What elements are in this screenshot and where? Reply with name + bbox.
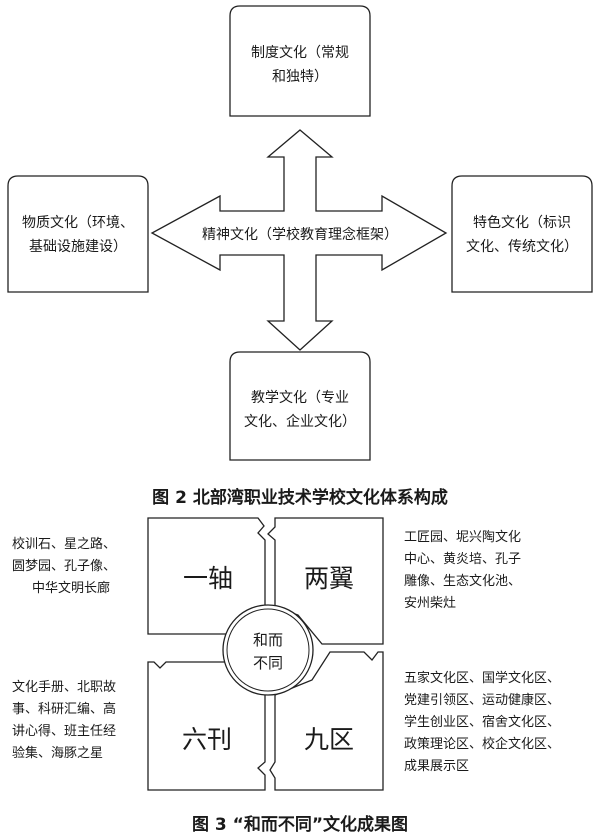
note-bottom-left-3: 讲心得、班主任经: [12, 723, 116, 739]
cross-arrow: [150, 129, 448, 351]
title-bottom-right: 九区: [304, 725, 354, 754]
title-top-left: 一轴: [183, 564, 233, 593]
top-box-line-2: 和独特）: [272, 69, 328, 85]
quadrant-bottom-right: [269, 651, 384, 791]
note-bottom-left-4: 验集、海豚之星: [12, 745, 103, 761]
left-box-line-1: 物质文化（环境、: [22, 215, 134, 231]
right-box-line-2: 文化、传统文化）: [466, 239, 578, 255]
center-text-line-2: 不同: [253, 654, 283, 672]
center-label: 精神文化（学校教育理念框架）: [202, 226, 398, 243]
bottom-box: [229, 351, 371, 461]
center-text-line-1: 和而: [253, 631, 283, 649]
right-box-line-1: 特色文化（标识: [473, 214, 571, 231]
note-bottom-right-3: 学生创业区、宿舍文化区、: [404, 714, 560, 730]
top-box: [229, 5, 371, 117]
right-box: [451, 175, 593, 293]
figure3-caption: 图 3 “和而不同”文化成果图: [192, 814, 408, 835]
note-bottom-right-2: 党建引领区、运动健康区、: [404, 692, 560, 708]
note-top-right-2: 中心、黄炎培、孔子: [404, 551, 521, 567]
quadrant-top-left: [147, 517, 266, 635]
note-bottom-right-1: 五家文化区、国学文化区、: [404, 670, 560, 686]
center-circle-inner: [226, 608, 310, 692]
title-top-right: 两翼: [304, 564, 354, 593]
figure2-caption: 图 2 北部湾职业技术学校文化体系构成: [152, 487, 448, 508]
note-top-left-3: 中华文明长廊: [32, 580, 110, 596]
center-circle: [222, 604, 314, 696]
note-bottom-left-2: 事、科研汇编、高: [12, 701, 116, 717]
note-top-left-1: 校训石、星之路、: [12, 536, 116, 552]
note-bottom-right-5: 成果展示区: [404, 759, 469, 774]
note-top-right-3: 雕像、生态文化池、: [404, 574, 521, 589]
note-bottom-left-1: 文化手册、北职故: [12, 680, 116, 695]
note-bottom-right-4: 政策理论区、校企文化区、: [404, 736, 560, 752]
note-top-right-4: 安州柴灶: [404, 596, 456, 611]
left-box-line-2: 基础设施建设）: [29, 238, 127, 255]
note-top-right-1: 工匠园、坭兴陶文化: [404, 529, 521, 545]
title-bottom-left: 六刊: [182, 725, 232, 754]
bottom-box-line-2: 文化、企业文化）: [244, 413, 356, 430]
note-top-left-2: 圆梦园、孔子像、: [12, 559, 116, 574]
left-box: [7, 175, 149, 293]
top-box-line-1: 制度文化（常规: [251, 45, 349, 61]
bottom-box-line-1: 教学文化（专业: [251, 390, 349, 406]
